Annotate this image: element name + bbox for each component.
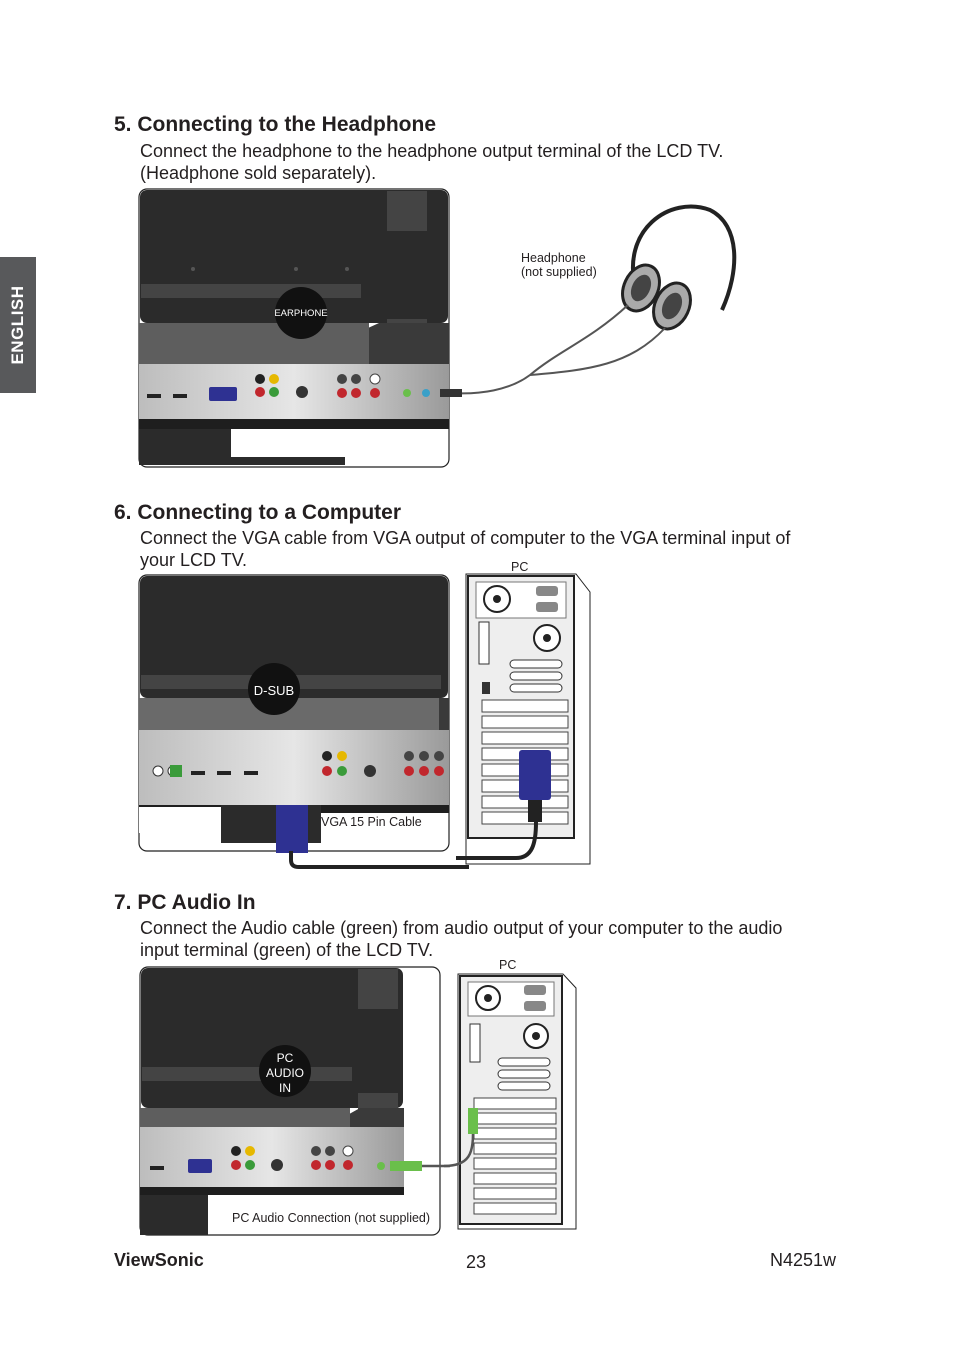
section-title-computer: 6. Connecting to a Computer bbox=[114, 501, 402, 524]
pc-label-pc-audio: PC bbox=[499, 958, 517, 972]
tv-rear-panel-pc-audio: PC AUDIO IN bbox=[139, 966, 450, 1236]
headphone-label-2: (not supplied) bbox=[521, 265, 597, 279]
headphone-label-1: Headphone bbox=[521, 251, 586, 265]
footer-brand: ViewSonic bbox=[114, 1250, 204, 1270]
tv-rear-panel-computer: D-SUB bbox=[138, 574, 469, 869]
pc-tower-pc-audio bbox=[443, 973, 577, 1230]
section-text-computer-2: your LCD TV. bbox=[140, 550, 248, 570]
vga-cable-label: VGA 15 Pin Cable bbox=[321, 815, 422, 829]
language-tab: ENGLISH bbox=[0, 257, 36, 393]
language-label: ENGLISH bbox=[8, 285, 27, 365]
headphone-illustration bbox=[440, 204, 737, 397]
tv-rear-panel-headphone: EARPHONE bbox=[138, 188, 450, 468]
section-text-headphone-2: (Headphone sold separately). bbox=[140, 163, 377, 183]
dsub-port-label: D-SUB bbox=[254, 683, 294, 698]
section-text-pc-audio-2: input terminal (green) of the LCD TV. bbox=[140, 940, 434, 960]
pc-audio-port-label-2: AUDIO bbox=[266, 1066, 304, 1080]
earphone-port-label: EARPHONE bbox=[274, 308, 327, 319]
section-text-headphone-1: Connect the headphone to the headphone o… bbox=[140, 141, 724, 161]
pc-audio-port-label-3: IN bbox=[279, 1081, 291, 1095]
footer-model: N4251w bbox=[770, 1250, 837, 1270]
pc-label-computer: PC bbox=[511, 560, 529, 574]
pc-tower-computer bbox=[456, 573, 591, 865]
footer-page-number: 23 bbox=[466, 1252, 487, 1272]
section-title-headphone: 5. Connecting to the Headphone bbox=[114, 113, 437, 136]
pc-audio-port-label-1: PC bbox=[277, 1051, 294, 1065]
pc-audio-cable-label: PC Audio Connection (not supplied) bbox=[232, 1211, 431, 1225]
section-text-computer-1: Connect the VGA cable from VGA output of… bbox=[140, 528, 791, 548]
section-text-pc-audio-1: Connect the Audio cable (green) from aud… bbox=[140, 918, 783, 938]
section-title-pc-audio: 7. PC Audio In bbox=[114, 891, 256, 914]
